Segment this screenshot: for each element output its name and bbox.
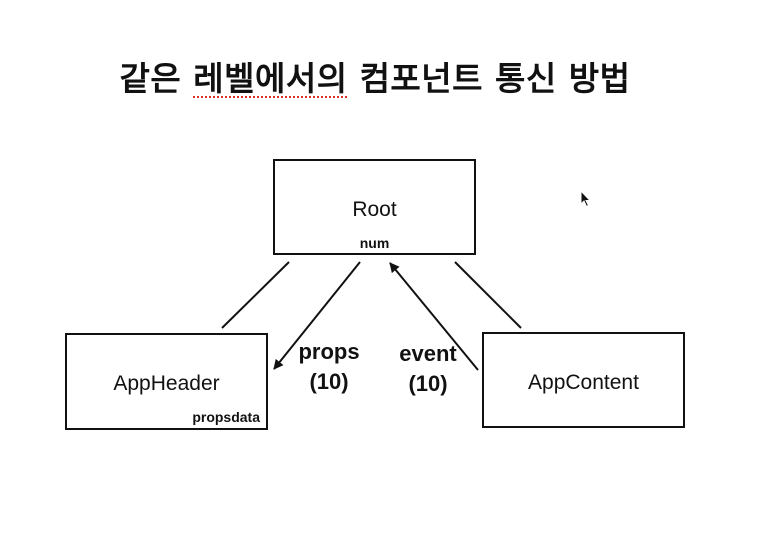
appcontent-component-box: AppContent — [482, 332, 685, 428]
slide-title: 같은 레벨에서의 컴포넌트 통신 방법 — [0, 52, 750, 100]
props-label: props — [298, 339, 360, 364]
event-value: (10) — [408, 371, 448, 396]
props-arrow — [273, 261, 361, 370]
root-component-box: Root num — [273, 159, 476, 255]
title-part-1: 같은 — [119, 59, 194, 98]
props-edge-label: props (10) — [288, 337, 370, 397]
root-data-label: num — [359, 235, 390, 251]
line-root-to-appcontent — [454, 261, 522, 329]
event-arrow — [389, 262, 479, 371]
event-label: event — [399, 341, 457, 366]
appheader-component-box: AppHeader propsdata — [65, 333, 268, 430]
title-part-2: 컴포넌트 통신 방법 — [347, 59, 631, 98]
appcontent-label: AppContent — [528, 371, 639, 394]
mouse-pointer-icon — [580, 190, 592, 208]
appheader-label: AppHeader — [113, 372, 220, 395]
line-root-to-appheader — [221, 261, 290, 329]
root-label: Root — [352, 198, 397, 221]
title-misspelled-word: 레벨에서의 — [193, 59, 348, 98]
event-edge-label: event (10) — [387, 339, 469, 399]
props-value: (10) — [309, 369, 349, 394]
appheader-data-label: propsdata — [192, 409, 260, 425]
